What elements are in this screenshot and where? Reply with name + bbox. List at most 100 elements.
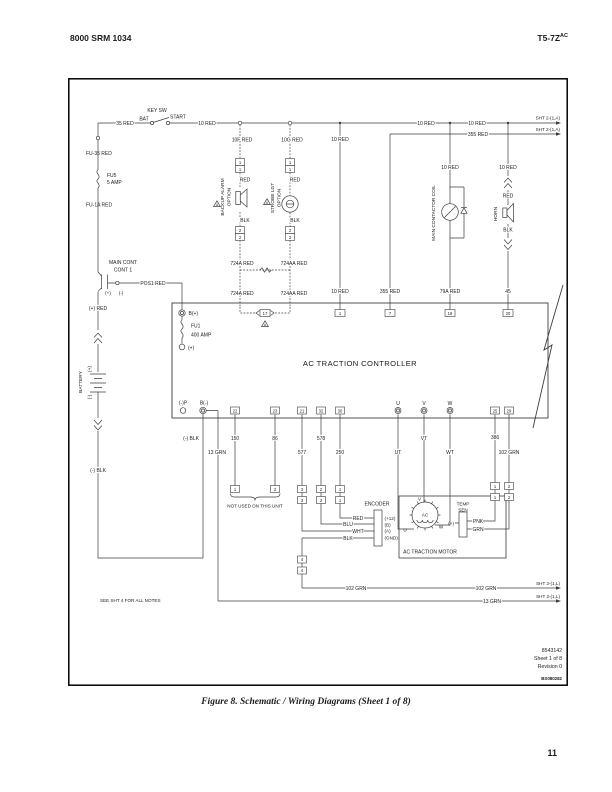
encoder-pin-a: (A) (385, 529, 392, 534)
wire-724aa-1: 724AA RED (281, 261, 308, 267)
pin-2: 2 (239, 235, 242, 240)
main-contact (101, 274, 108, 289)
plus-terminal-label: (+) (188, 346, 195, 352)
title-block-code: BS080282 (541, 676, 562, 681)
wire-vt: VT (421, 436, 427, 442)
encoder-blk: BLK (343, 536, 353, 542)
backup-alarm-speaker-icon (235, 188, 248, 208)
sen-label: SEN (458, 508, 467, 513)
terminal-32: 32 (319, 408, 324, 413)
wire-355-red-top: 355 RED (468, 132, 489, 138)
pin-2: 2 (320, 498, 323, 503)
pin-2: 2 (239, 228, 242, 233)
pin-1: 1 (339, 498, 342, 503)
terminal-18: 18 (448, 311, 453, 316)
wire-79a-red: 79A RED (440, 289, 461, 295)
see-sheet-note: SEE SHT 4 FOR ALL NOTES (100, 598, 161, 603)
fuse-fu1 (180, 319, 184, 339)
w-terminal: W (448, 401, 453, 407)
contact-minus: (-) (119, 291, 124, 296)
main-cont-label: MAIN CONT (109, 260, 137, 266)
encoder-label: ENCODER (364, 502, 389, 508)
terminal-20: 20 (506, 311, 511, 316)
splice-symbol (259, 267, 272, 273)
wire-10-red-3: 10 RED (417, 121, 435, 127)
motor-v: V (418, 497, 422, 502)
model-code: T5-7Z (537, 33, 561, 43)
backup-alarm-label: BACKUP ALARM (220, 178, 226, 215)
wire-35-red: 35 RED (116, 121, 134, 127)
connector-chevrons (93, 177, 513, 431)
figure-caption: Figure 8. Schematic / Wiring Diagrams (S… (201, 697, 411, 707)
schematic-figure: A A A KEY SW BAT START 35 RED 10 RED 10F… (68, 78, 568, 686)
strobe-lamp-icon (281, 195, 299, 213)
fu1-label: FU1 (191, 324, 201, 330)
temp-label: TEMP (457, 502, 470, 507)
wire-wt: WT (446, 450, 454, 456)
controller-title: AC TRACTION CONTROLLER (303, 359, 417, 368)
wire-10-red-2: 10 RED (331, 137, 349, 143)
terminal17-chevrons (255, 310, 275, 316)
note-a-2: A (266, 201, 269, 205)
pin-1: 1 (239, 167, 242, 172)
wire-pnk: PNK (473, 519, 484, 525)
wire-724a-1: 724A RED (230, 261, 254, 267)
u-terminal: U (396, 401, 400, 407)
wiring (90, 117, 556, 602)
pin-2: 2 (320, 487, 323, 492)
pin-1: 1 (494, 484, 497, 489)
terminal-30: 30 (338, 408, 343, 413)
wire-minus-blk: (-) BLK (90, 468, 107, 474)
wire-10-red-4: 10 RED (468, 121, 486, 127)
motor-w: W (439, 525, 444, 530)
wire-150: 150 (231, 436, 240, 442)
v-terminal: V (422, 401, 426, 407)
backup-alarm-option: OPTION (227, 187, 233, 206)
motor-box (398, 495, 507, 559)
wire-10-red-1: 10 RED (198, 121, 216, 127)
battery-symbol (90, 373, 106, 393)
wire-250: 250 (336, 450, 345, 456)
title-block-sheet: Sheet 1 of 8 (534, 656, 562, 662)
motor-ac-label: AC (422, 513, 429, 518)
figure-border (68, 78, 568, 686)
terminal-17: 17 (263, 311, 268, 316)
page-number: 11 (547, 748, 557, 758)
horn-blk: BLK (503, 228, 513, 234)
wire-13-grn-2: 13 GRN (483, 599, 501, 605)
terminal-25: 25 (493, 408, 498, 413)
encoder-pin-12: (+12) (385, 516, 396, 521)
terminal-1: 1 (339, 311, 342, 316)
sheet-reference-arrows (556, 121, 561, 603)
pin-1: 1 (234, 487, 237, 492)
wire-10-red-coil: 10 RED (441, 165, 459, 171)
wire-386: 386 (491, 435, 500, 441)
title-block-part-number: 8543142 (542, 648, 562, 654)
strobe-label: STROBE LGT (270, 183, 276, 213)
bat-label: BAT (139, 117, 148, 123)
encoder-wht: WHT (352, 529, 363, 535)
temp-sensor-block (458, 511, 468, 538)
pin-1: 1 (289, 160, 292, 165)
ac-traction-motor-label: AC TRACTION MOTOR (403, 550, 457, 556)
key-switch-blade (152, 117, 170, 123)
encoder-blu: BLU (343, 522, 353, 528)
b-plus-label: B(+) (189, 311, 199, 317)
horn-speaker-icon (502, 202, 514, 223)
strobe-blk: BLK (290, 218, 300, 224)
strobe-option: OPTION (277, 188, 283, 207)
key-sw-label: KEY SW (147, 108, 167, 114)
minus-p-label: (-)P (179, 401, 188, 407)
pin-2: 2 (274, 487, 277, 492)
header-model: T5-7ZAC (537, 33, 568, 43)
wire-10-red-5: 10 RED (331, 289, 349, 295)
fu1-rating: 400 AMP (191, 333, 212, 339)
not-used-brace (230, 493, 281, 501)
battery-plus: (+) (87, 366, 93, 372)
wire-45: 45 (505, 289, 511, 295)
wire-10-red-horn: 10 RED (499, 165, 517, 171)
sheet-ref-1: SHT 2-(1,A) (536, 116, 561, 121)
fuse-fu5 (96, 169, 100, 189)
pin-2: 2 (508, 495, 511, 500)
pin-2: 2 (289, 228, 292, 233)
